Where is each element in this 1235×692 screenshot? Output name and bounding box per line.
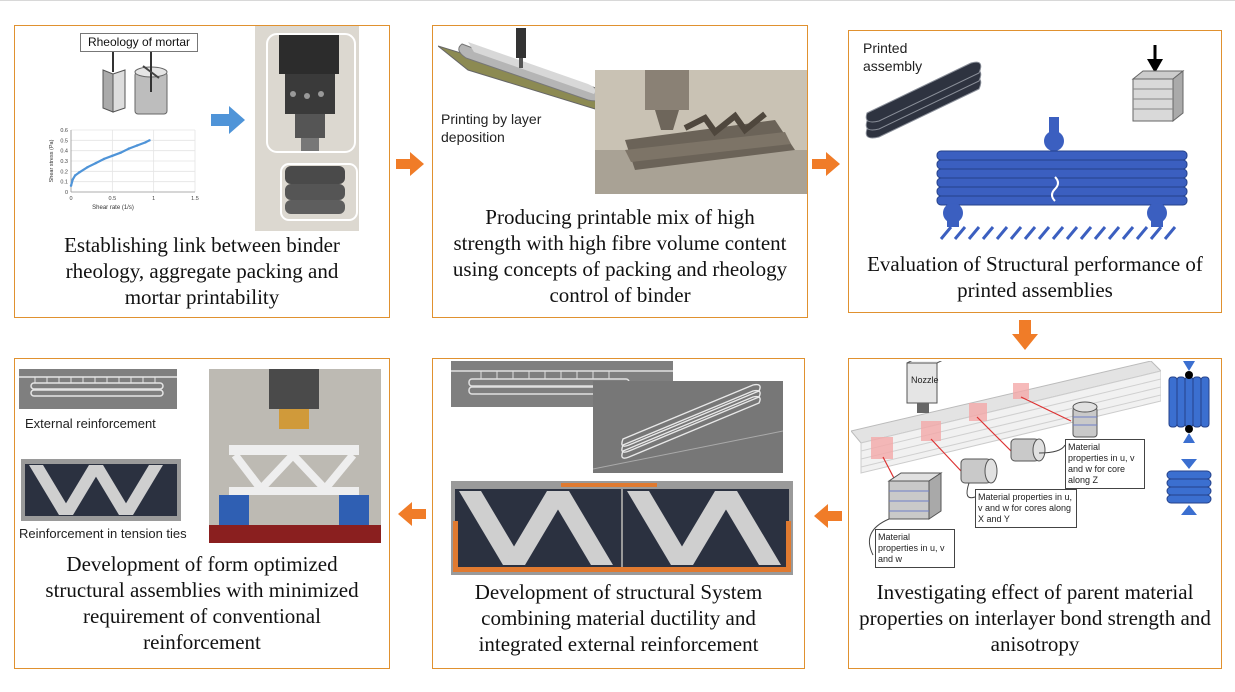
nozzle-photo — [255, 26, 359, 231]
data-point — [102, 157, 106, 161]
prop-uvw-label: Material properties in u, v and w — [875, 529, 955, 568]
panel-form-optimized-caption: Development of form optimized structural… — [45, 552, 359, 654]
panel-rheology-caption: Establishing link between binder rheolog… — [64, 233, 340, 309]
panel-printable-mix-caption: Producing printable mix of high strength… — [452, 205, 788, 307]
anisotropy-illustration — [851, 361, 1161, 556]
data-point — [78, 171, 81, 174]
panel-printable-mix: Printing by layer deposition Producing p… — [432, 25, 808, 318]
y-tick-label: 0.3 — [60, 159, 68, 165]
printing-label: Printing by layer deposition — [441, 111, 542, 145]
y-tick-label: 0.4 — [60, 149, 68, 155]
flow-arrow-left-icon — [398, 502, 426, 526]
data-point — [148, 139, 151, 142]
data-point — [94, 161, 97, 165]
panel-structural-performance: Printed assembly — [848, 30, 1222, 313]
top-divider — [0, 0, 1235, 1]
panel-structural-system-caption: Development of structural System combini… — [474, 580, 763, 656]
blue-right-arrow-icon — [211, 106, 245, 134]
data-point — [73, 174, 77, 177]
rheology-label-box: Rheology of mortar — [80, 33, 198, 52]
printing-photo — [595, 70, 807, 194]
y-axis-label: Shear stress (Pa) — [49, 139, 55, 182]
data-point — [127, 147, 131, 150]
truss-test-photo — [209, 369, 381, 543]
printed-assembly-label: Printed assembly — [863, 40, 923, 74]
data-point — [86, 166, 89, 169]
panel-interlayer-bond: Nozzle Material properties in u, v and w… — [848, 358, 1222, 669]
rheometer-vane-icon — [102, 52, 168, 115]
external-reinforcement-icon — [19, 369, 177, 409]
data-point — [71, 178, 74, 181]
series-line — [69, 139, 151, 187]
x-tick-label: 0.5 — [109, 196, 117, 202]
panel-interlayer-bond-caption: Investigating effect of parent material … — [859, 580, 1211, 656]
truss-beam-icon — [451, 481, 793, 575]
flow-arrow-left-icon — [814, 504, 842, 528]
data-point — [144, 141, 147, 144]
panel-form-optimized: External reinforcement Reinforcement in … — [14, 358, 390, 669]
prop-xy-label: Material properties in u, v and w for co… — [975, 489, 1077, 528]
panel-structural-performance-caption: Evaluation of Structural performance of … — [867, 252, 1203, 302]
x-tick-label: 1 — [152, 196, 155, 202]
external-reinforcement-label: External reinforcement — [25, 416, 156, 431]
compression-cube-icon — [1131, 45, 1185, 123]
data-point — [135, 144, 139, 147]
rheology-label: Rheology of mortar — [87, 35, 191, 49]
panel-structural-system: Development of structural System combini… — [432, 358, 805, 669]
y-tick-label: 0.6 — [60, 128, 68, 134]
y-tick-label: 0.5 — [60, 138, 68, 144]
x-tick-label: 0 — [69, 196, 72, 202]
tension-tie-truss-icon — [21, 459, 181, 521]
print-bed-illustration — [438, 28, 619, 117]
flexural-beam-test-icon — [936, 117, 1188, 240]
layered-beam-render-icon — [593, 381, 783, 473]
prop-z-label: Material properties in u, v and w for co… — [1065, 439, 1145, 489]
y-tick-label: 0.1 — [60, 180, 68, 186]
y-tick-label: 0.2 — [60, 169, 68, 175]
y-tick-label: 0 — [65, 190, 68, 196]
x-axis-label: Shear rate (1/s) — [92, 205, 134, 211]
data-point — [111, 154, 114, 158]
tension-compression-specimens-icon — [1166, 361, 1212, 515]
x-tick-label: 1.5 — [191, 196, 199, 202]
data-point — [69, 184, 73, 187]
printed-assembly-icon — [865, 61, 982, 139]
flow-arrow-right-icon — [812, 152, 840, 176]
tension-ties-label: Reinforcement in tension ties — [19, 526, 187, 541]
nozzle-label: Nozzle — [911, 375, 939, 385]
flow-arrow-right-icon — [396, 152, 424, 176]
flow-arrow-down-icon — [1012, 320, 1038, 350]
data-point — [119, 151, 122, 154]
